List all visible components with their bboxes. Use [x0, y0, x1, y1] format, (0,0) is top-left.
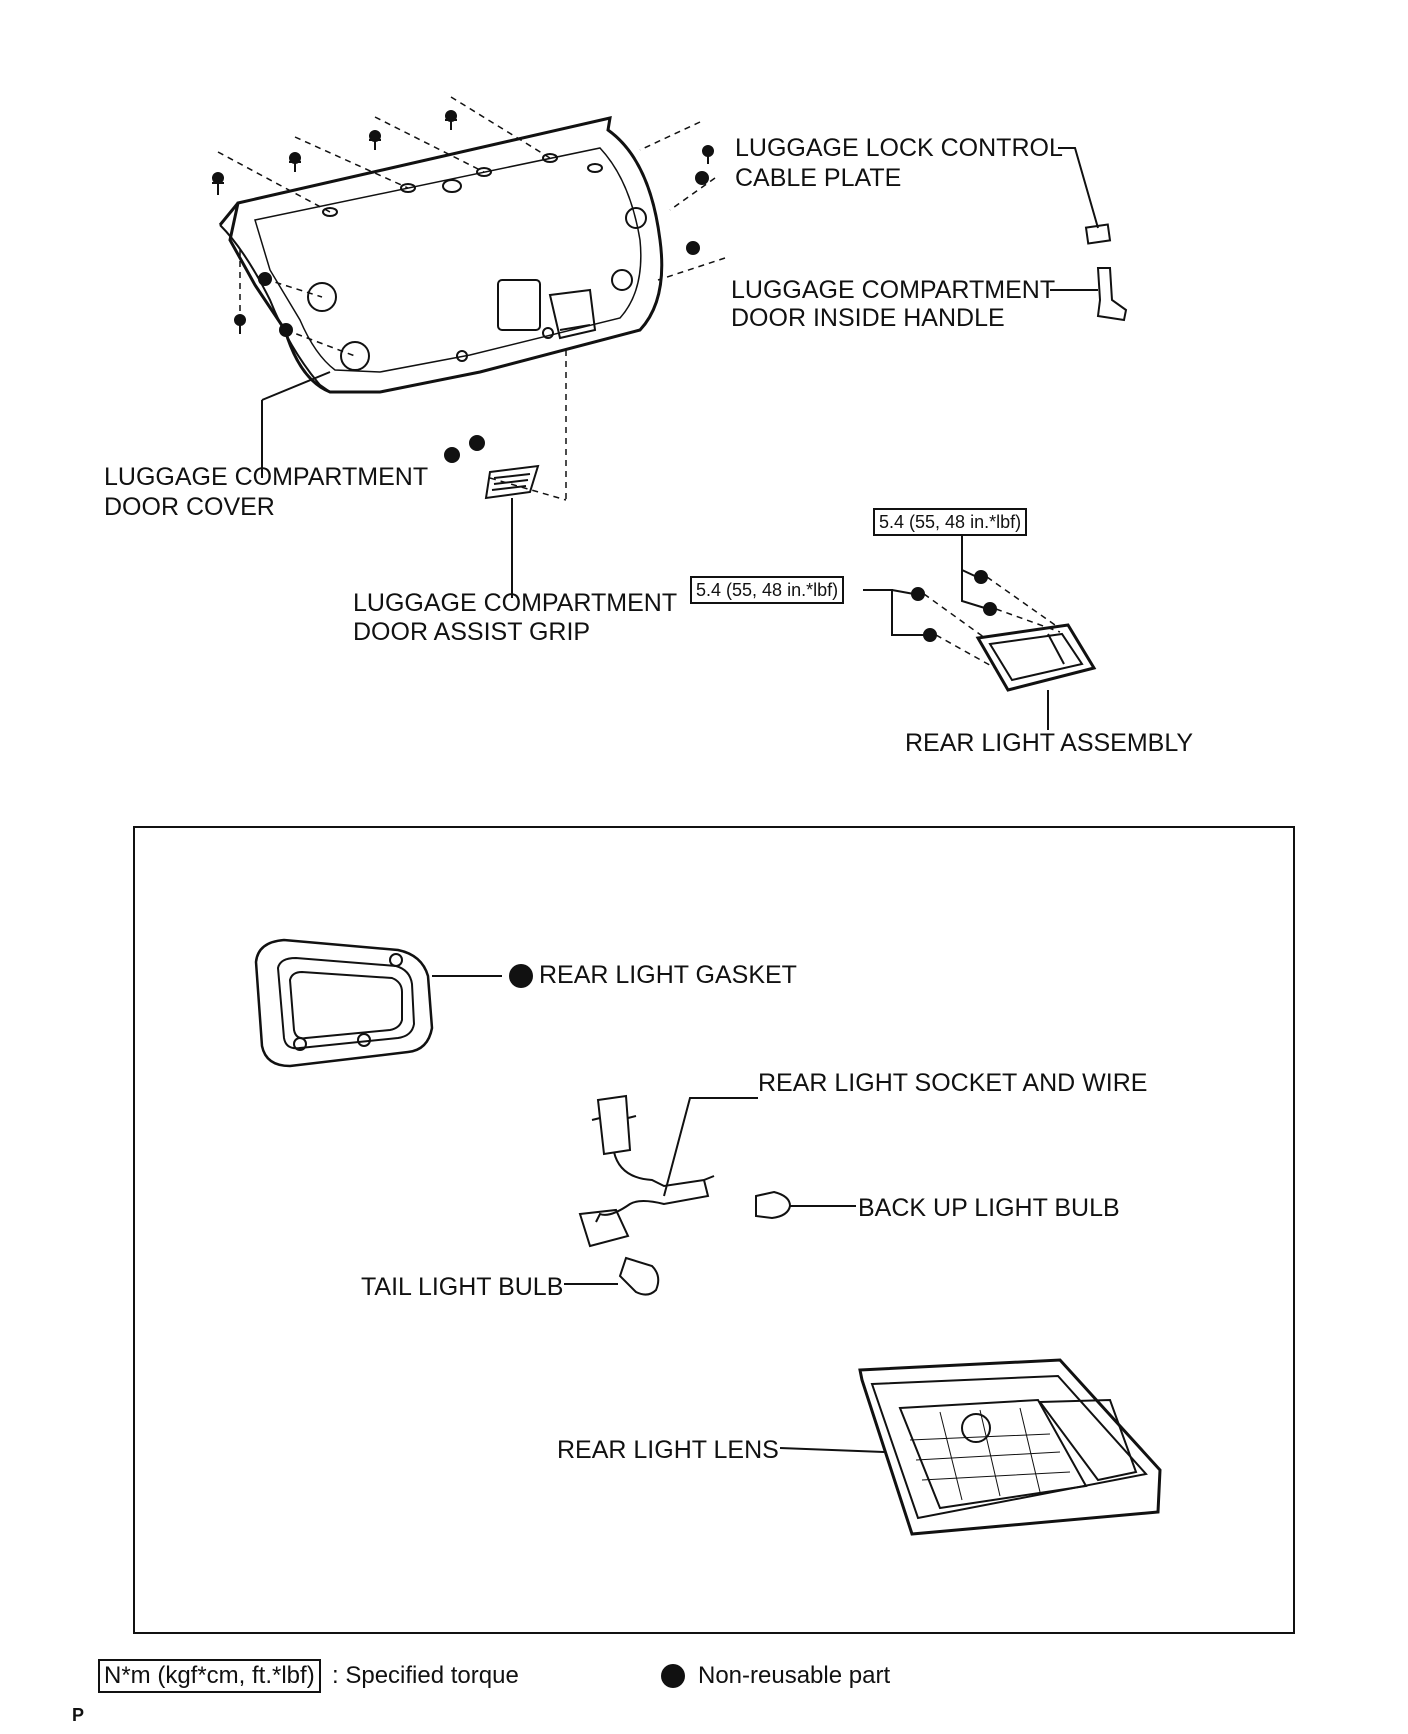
legend-nonreusable-text: Non-reusable part	[698, 1662, 891, 1689]
inside-handle-drawing	[1050, 267, 1128, 322]
inside-handle-label-line2: DOOR INSIDE HANDLE	[731, 304, 1005, 332]
legend-nonreusable-dot	[661, 1664, 685, 1688]
rear-light-screw-leaders	[923, 576, 1061, 669]
door-cover-label-line2: DOOR COVER	[104, 493, 275, 521]
gasket-label: REAR LIGHT GASKET	[539, 961, 797, 989]
lens-drawing	[779, 1358, 1162, 1536]
gasket-drawing	[254, 938, 502, 1068]
page-mark: P	[72, 1705, 85, 1725]
assist-grip-drawing	[444, 435, 540, 598]
torque-spec-lower: 5.4 (55, 48 in.*lbf)	[690, 576, 845, 604]
door-cover-drawing	[212, 110, 714, 394]
cable-plate-drawing	[1058, 147, 1112, 245]
legend-torque-unit: N*m (kgf*cm, ft.*lbf)	[98, 1659, 321, 1693]
detail-frame	[133, 826, 1295, 1634]
nonreusable-mark-gasket	[509, 964, 533, 988]
socket-wire-label: REAR LIGHT SOCKET AND WIRE	[758, 1069, 1148, 1097]
assist-grip-label-line1: LUGGAGE COMPARTMENT	[353, 589, 678, 617]
inside-handle-label-line1: LUGGAGE COMPARTMENT	[731, 276, 1056, 304]
legend-torque-text: : Specified torque	[332, 1662, 519, 1689]
screw-leaders	[217, 96, 726, 501]
cable-plate-label-line2: CABLE PLATE	[735, 164, 902, 192]
assist-grip-label-line2: DOOR ASSIST GRIP	[353, 618, 591, 646]
lens-label: REAR LIGHT LENS	[557, 1436, 779, 1464]
torque-spec-upper: 5.4 (55, 48 in.*lbf)	[873, 508, 1028, 536]
door-cover-label-line1: LUGGAGE COMPARTMENT	[104, 463, 429, 491]
door-cover-leader	[261, 371, 331, 478]
socket-wire-drawing	[564, 1094, 856, 1296]
cable-plate-label-line1: LUGGAGE LOCK CONTROL	[735, 134, 1063, 162]
rear-light-assembly-label: REAR LIGHT ASSEMBLY	[905, 729, 1194, 757]
backup-bulb-label: BACK UP LIGHT BULB	[858, 1194, 1120, 1222]
tail-bulb-label: TAIL LIGHT BULB	[361, 1273, 564, 1301]
